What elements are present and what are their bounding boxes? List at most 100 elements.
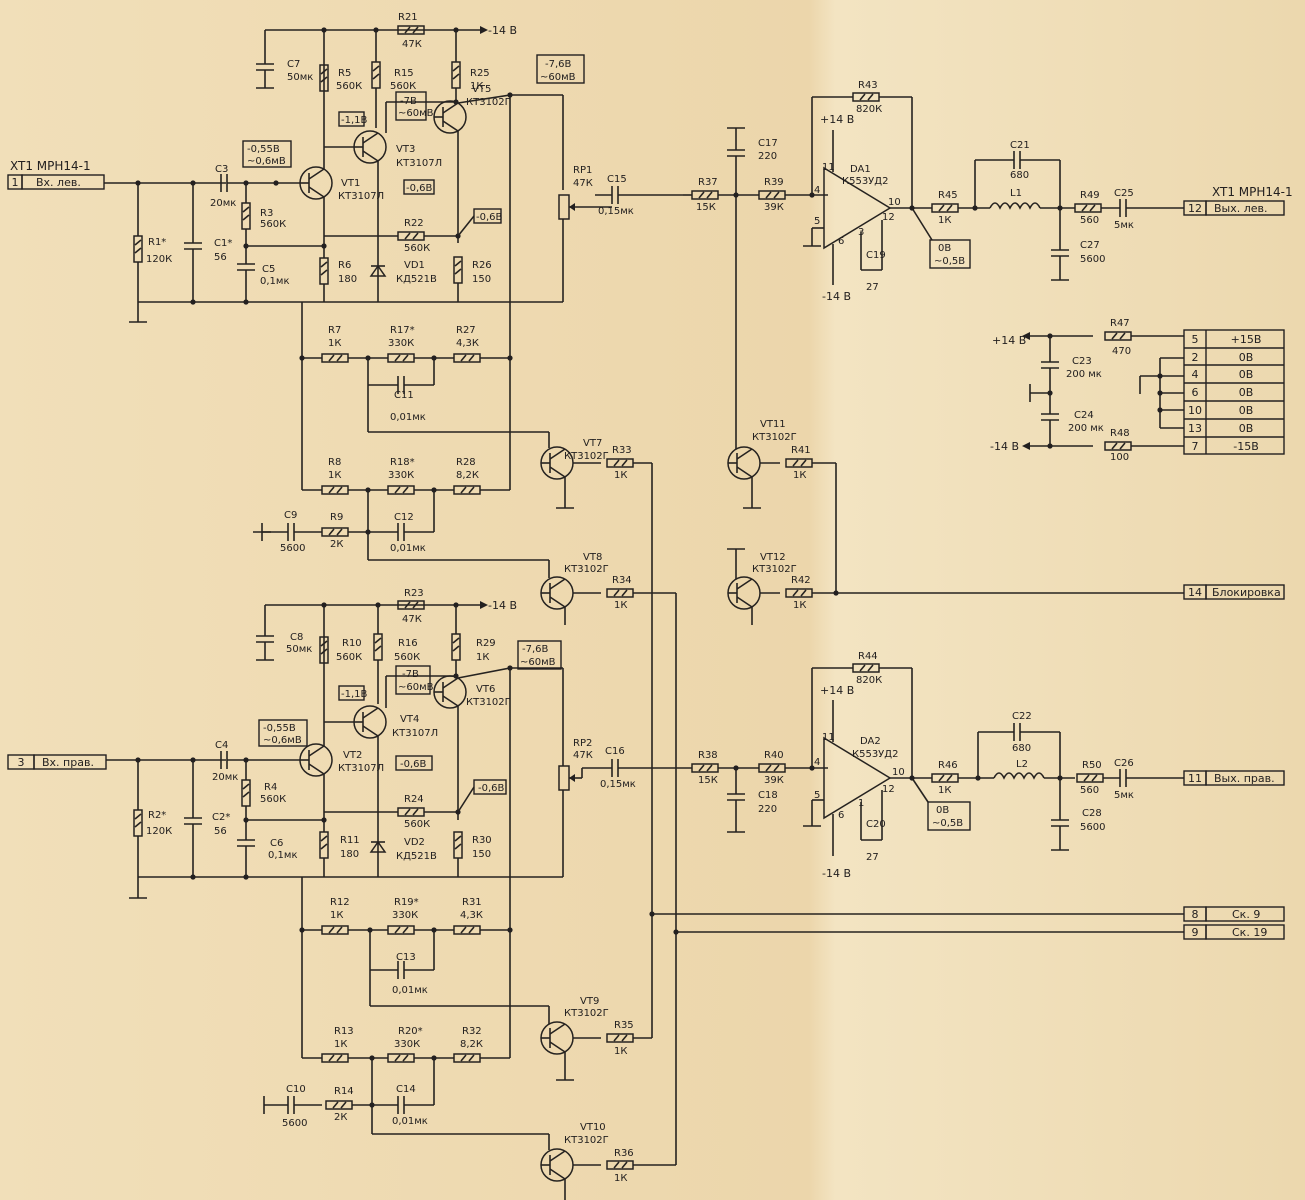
svg-text:12: 12 xyxy=(882,784,895,795)
svg-text:1К: 1К xyxy=(470,81,483,92)
svg-text:C16: C16 xyxy=(605,746,625,757)
svg-text:R13: R13 xyxy=(334,1026,354,1037)
svg-text:R42: R42 xyxy=(791,575,811,586)
svg-text:VT7: VT7 xyxy=(583,438,602,449)
svg-text:Вых. лев.: Вых. лев. xyxy=(1214,202,1268,215)
svg-text:L2: L2 xyxy=(1016,759,1028,770)
svg-text:КТ3102Г: КТ3102Г xyxy=(466,97,511,108)
svg-text:C28: C28 xyxy=(1082,808,1102,819)
svg-text:Вых. прав.: Вых. прав. xyxy=(1214,772,1275,785)
svg-text:VD2: VD2 xyxy=(404,837,425,848)
svg-text:560К: 560К xyxy=(404,819,430,830)
svg-text:C9: C9 xyxy=(284,510,297,521)
svg-text:R35: R35 xyxy=(614,1020,634,1031)
svg-text:4,3К: 4,3К xyxy=(456,338,479,349)
svg-text:Вх. прав.: Вх. прав. xyxy=(42,756,94,769)
svg-text:DA2: DA2 xyxy=(860,736,881,747)
svg-text:50мк: 50мк xyxy=(287,72,313,83)
svg-text:C12: C12 xyxy=(394,512,414,523)
svg-text:1К: 1К xyxy=(614,1173,627,1184)
svg-text:КТ3102Г: КТ3102Г xyxy=(564,564,609,575)
svg-text:-7,6В: -7,6В xyxy=(522,644,549,655)
svg-text:~0,5В: ~0,5В xyxy=(932,818,963,829)
svg-text:R37: R37 xyxy=(698,177,718,188)
svg-text:680: 680 xyxy=(1010,170,1029,181)
svg-text:5: 5 xyxy=(814,790,820,801)
svg-text:R32: R32 xyxy=(462,1026,482,1037)
svg-text:12: 12 xyxy=(1188,202,1202,215)
svg-text:0,15мк: 0,15мк xyxy=(598,206,634,217)
svg-text:КТ3107Л: КТ3107Л xyxy=(396,158,442,169)
svg-text:10: 10 xyxy=(888,197,901,208)
svg-text:10: 10 xyxy=(892,767,905,778)
svg-text:C14: C14 xyxy=(396,1084,416,1095)
svg-text:VT2: VT2 xyxy=(343,750,362,761)
svg-text:47К: 47К xyxy=(573,178,593,189)
svg-text:R9: R9 xyxy=(330,512,343,523)
svg-text:R49: R49 xyxy=(1080,190,1100,201)
svg-text:~60мВ: ~60мВ xyxy=(520,657,556,668)
svg-text:120К: 120К xyxy=(146,254,172,265)
svg-text:VT4: VT4 xyxy=(400,714,419,725)
svg-text:-7В: -7В xyxy=(402,669,419,680)
svg-text:R21: R21 xyxy=(398,12,418,23)
svg-text:R12: R12 xyxy=(330,897,350,908)
svg-text:680: 680 xyxy=(1012,743,1031,754)
svg-text:R44: R44 xyxy=(858,651,878,662)
svg-text:R47: R47 xyxy=(1110,318,1130,329)
svg-text:560К: 560К xyxy=(336,81,362,92)
svg-text:8: 8 xyxy=(1192,908,1199,921)
svg-text:560: 560 xyxy=(1080,215,1099,226)
svg-text:560К: 560К xyxy=(404,243,430,254)
svg-text:C5: C5 xyxy=(262,264,275,275)
svg-text:5600: 5600 xyxy=(280,543,305,554)
svg-text:C18: C18 xyxy=(758,790,778,801)
svg-text:R38: R38 xyxy=(698,750,718,761)
svg-text:8,2К: 8,2К xyxy=(460,1039,483,1050)
svg-text:R31: R31 xyxy=(462,897,482,908)
svg-text:КТ3107Л: КТ3107Л xyxy=(338,763,384,774)
svg-text:R6: R6 xyxy=(338,260,351,271)
svg-text:R36: R36 xyxy=(614,1148,634,1159)
svg-text:R45: R45 xyxy=(938,190,958,201)
svg-text:180: 180 xyxy=(338,274,357,285)
svg-text:R39: R39 xyxy=(764,177,784,188)
svg-text:820К: 820К xyxy=(856,104,882,115)
svg-text:0В: 0В xyxy=(1239,404,1254,417)
svg-text:-1,1В: -1,1В xyxy=(341,115,368,126)
svg-text:R18*: R18* xyxy=(390,457,415,468)
svg-text:7: 7 xyxy=(1192,440,1199,453)
svg-text:5600: 5600 xyxy=(1080,254,1105,265)
svg-text:14: 14 xyxy=(1188,586,1202,599)
svg-text:47К: 47К xyxy=(402,614,422,625)
svg-text:2: 2 xyxy=(1192,351,1199,364)
svg-text:+14 В: +14 В xyxy=(820,684,854,697)
svg-text:20мк: 20мк xyxy=(212,772,238,783)
svg-text:~60мВ: ~60мВ xyxy=(540,72,576,83)
svg-text:1К: 1К xyxy=(938,215,951,226)
svg-text:C11: C11 xyxy=(394,390,414,401)
svg-text:15К: 15К xyxy=(696,202,716,213)
svg-text:0В: 0В xyxy=(1239,386,1254,399)
svg-text:11: 11 xyxy=(822,732,835,743)
svg-text:0,01мк: 0,01мк xyxy=(392,985,428,996)
svg-text:0,15мк: 0,15мк xyxy=(600,779,636,790)
svg-text:R19*: R19* xyxy=(394,897,419,908)
svg-text:VT12: VT12 xyxy=(760,552,786,563)
svg-text:1К: 1К xyxy=(334,1039,347,1050)
svg-text:XT1 МРН14-1: XT1 МРН14-1 xyxy=(1212,185,1293,199)
svg-text:-7В: -7В xyxy=(400,96,417,107)
svg-text:1К: 1К xyxy=(793,470,806,481)
svg-text:13: 13 xyxy=(1188,422,1202,435)
input-left-label: Вх. лев. xyxy=(36,176,81,189)
svg-text:~0,6мВ: ~0,6мВ xyxy=(247,156,286,167)
svg-text:6: 6 xyxy=(838,810,844,821)
svg-text:56: 56 xyxy=(214,826,227,837)
svg-text:К553УД2: К553УД2 xyxy=(852,749,898,760)
svg-text:820К: 820К xyxy=(856,675,882,686)
svg-text:R50: R50 xyxy=(1082,760,1102,771)
svg-text:560К: 560К xyxy=(394,652,420,663)
svg-text:15К: 15К xyxy=(698,775,718,786)
